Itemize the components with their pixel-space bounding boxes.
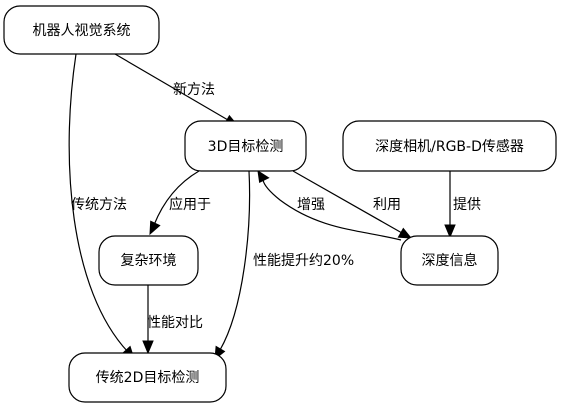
node-label-robot-vision-system: 机器人视觉系统	[33, 23, 131, 39]
node-robot-vision-system: 机器人视觉系统	[3, 5, 160, 55]
edge-label-new-method: 新方法	[173, 82, 215, 98]
edge-label-performance-comparison: 性能对比	[147, 315, 203, 331]
edge-depth-info-to-3d-detection	[257, 169, 402, 241]
edge-label-apply-to: 应用于	[169, 196, 211, 213]
edge-3d-detection-to-complex-environment	[149, 170, 200, 236]
node-depth-camera-rgbd-sensor: 深度相机/RGB-D传感器	[342, 120, 557, 172]
edge-3d-detection-to-depth-info	[292, 170, 413, 239]
node-label-complex-environment: 复杂环境	[121, 252, 177, 269]
node-label-3d-object-detection: 3D目标检测	[208, 139, 284, 155]
node-complex-environment: 复杂环境	[98, 235, 199, 286]
node-depth-information: 深度信息	[400, 235, 499, 286]
edge-label-performance-improvement: 性能提升约20%	[253, 253, 354, 269]
edge-3d-detection-to-2d-detection	[214, 170, 251, 361]
edge-depth-camera-to-depth-info	[444, 171, 456, 239]
node-label-depth-information: 深度信息	[422, 252, 478, 269]
edge-label-provide: 提供	[453, 197, 481, 213]
node-traditional-2d-object-detection: 传统2D目标检测	[68, 352, 227, 403]
edge-complex-environment-to-2d-detection	[142, 285, 154, 355]
node-label-traditional-2d-object-detection: 传统2D目标检测	[96, 370, 200, 386]
node-3d-object-detection: 3D目标检测	[184, 120, 307, 172]
edge-label-traditional-method: 传统方法	[71, 197, 127, 213]
edge-label-utilize: 利用	[373, 197, 401, 213]
edge-label-enhance: 增强	[297, 197, 325, 213]
node-label-depth-camera-rgbd-sensor: 深度相机/RGB-D传感器	[375, 138, 524, 155]
